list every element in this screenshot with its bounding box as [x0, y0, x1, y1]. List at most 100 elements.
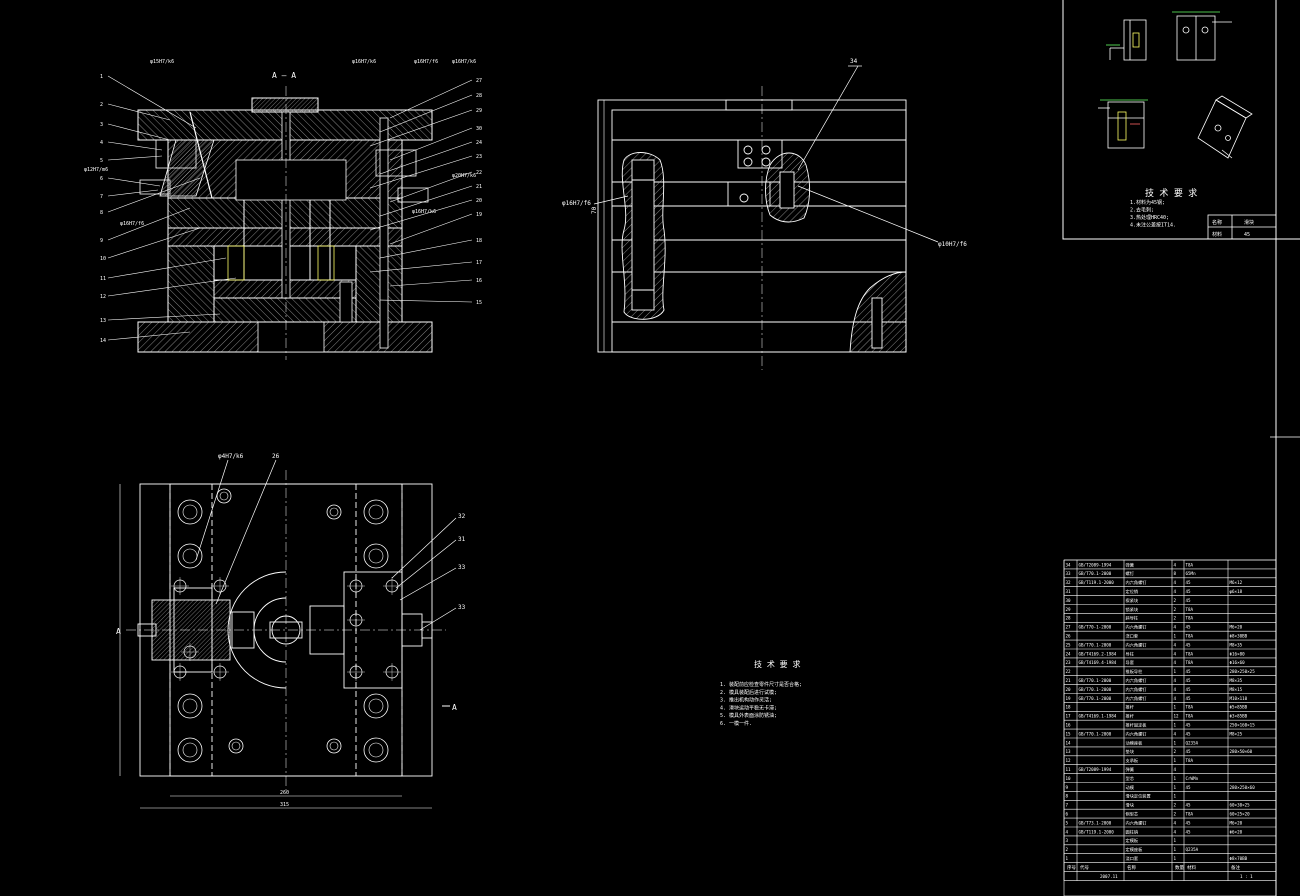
side-view: 70 34 φ16H7/f6 φ10H7/f6 [562, 58, 967, 370]
bom-cell: 45 [1186, 723, 1192, 728]
bom-cell: 弹簧 [1126, 561, 1134, 568]
bom-cell: GB/T70.1-2000 [1079, 696, 1112, 701]
bom-cell: 30 [1066, 598, 1072, 603]
bom-cell: 1 [1174, 669, 1177, 674]
bom-cell: 1 [1174, 794, 1177, 799]
bom-cell: 内六角螺钉 [1126, 579, 1148, 586]
bom-cell: 推杆 [1126, 713, 1135, 720]
leader-line [389, 171, 473, 203]
bom-cell: GB/T70.1-2000 [1079, 687, 1112, 692]
leader-line [369, 109, 473, 147]
bom-header-cell: 名称 [1127, 864, 1136, 871]
bom-cell: 浇口套 [1126, 855, 1139, 862]
bom-cell: 45 [1186, 625, 1192, 630]
section-callout-left: 9 [100, 238, 103, 244]
leader-line [389, 213, 473, 245]
leader-line [107, 103, 171, 121]
bom-cell: 内六角螺钉 [1126, 819, 1148, 826]
plan-callout-2: 31 [458, 536, 466, 543]
bom-cell: 19 [1066, 696, 1072, 701]
section-callout-right: 19 [476, 212, 482, 218]
bom-cell: Φ5×85BB [1230, 705, 1248, 710]
bom-cell: T8A [1186, 812, 1194, 817]
leader-line [369, 199, 473, 231]
bom-cell: Φ8×30BB [1230, 634, 1248, 639]
bom-cell: 楔紧块 [1126, 597, 1139, 604]
fit-label: φ16H7/k6 [352, 59, 376, 65]
leader-line [379, 299, 473, 303]
bom-cell: Φ16×80 [1230, 651, 1246, 656]
bom-header-cell: 序号 [1067, 864, 1076, 871]
bom-cell: 33 [1066, 571, 1072, 576]
bom-footer-scale: 1 : 1 [1240, 874, 1253, 879]
bom-cell: 4 [1174, 678, 1177, 683]
bom-cell: 9 [1066, 785, 1069, 790]
bom-cell: CrWMn [1186, 776, 1199, 781]
section-mark-right: A [452, 703, 457, 712]
leader-line [107, 257, 227, 279]
bom-cell: M8×35 [1230, 642, 1243, 647]
bom-cell: 4 [1174, 660, 1177, 665]
part-side-view [1098, 99, 1148, 149]
bom-cell: 1 [1174, 740, 1177, 745]
bom-cell: 内六角螺钉 [1126, 730, 1148, 737]
part-title-table [1207, 214, 1277, 240]
bom-cell: GB/T70.1-2000 [1079, 731, 1112, 736]
section-callout-right: 20 [476, 198, 482, 204]
bom-cell: T8A [1186, 616, 1194, 621]
plan-callout-1: 32 [458, 513, 466, 520]
bom-cell: T8A [1186, 562, 1194, 567]
section-callout-left: 12 [100, 294, 106, 300]
plan-callout-3: 33 [458, 564, 466, 571]
tech-note-item: 3. 推出机构动作灵活; [720, 697, 772, 704]
plan-hole-inner [368, 504, 384, 520]
part-iso-view [1197, 95, 1253, 159]
plan-hole-inner [231, 741, 241, 751]
plan-hole-inner [329, 507, 339, 517]
bom-cell: 45 [1186, 669, 1192, 674]
bom-cell: 定模板 [1126, 837, 1139, 844]
bom-cell: 280×50×60 [1230, 749, 1253, 754]
bom-cell: 15 [1066, 731, 1072, 736]
bom-cell: 45 [1186, 820, 1192, 825]
plan-dim-outer: 315 [280, 802, 289, 808]
side-callout: 34 [850, 58, 858, 65]
bom-cell: 推杆固定板 [1126, 722, 1148, 729]
tech-note-item: 5. 模具外表面涂防锈油; [720, 712, 777, 719]
bom-cell: 45 [1186, 687, 1192, 692]
part-sheet-title: 技 术 要 求 [1145, 187, 1197, 199]
bom-cell: 滑块定位装置 [1126, 793, 1151, 800]
bom-cell: T8A [1186, 634, 1194, 639]
part-front-view [1106, 19, 1147, 61]
bom-cell: 动模座板 [1126, 739, 1144, 746]
bom-cell: 内六角螺钉 [1126, 686, 1148, 693]
leader-line [107, 189, 159, 197]
bom-cell: 5 [1066, 820, 1069, 825]
leader-line [369, 261, 473, 273]
bom-cell: 280×250×25 [1230, 669, 1256, 674]
section-callout-right: 29 [476, 108, 482, 114]
leader-line [107, 227, 201, 259]
bom-footer-date: 2007.11 [1100, 874, 1118, 879]
section-callout-left: 2 [100, 102, 103, 108]
bom-cell: 2 [1174, 749, 1177, 754]
bom-cell: 45 [1186, 696, 1192, 701]
bom-cell: 250×160×15 [1230, 723, 1256, 728]
bom-cell: 2 [1174, 616, 1177, 621]
bom-cell: 18 [1066, 705, 1072, 710]
plan-dim-inner: 260 [280, 790, 289, 796]
plan-hole [363, 737, 389, 763]
bom-cell: 定模座板 [1126, 846, 1144, 853]
bom-cell: T8A [1186, 607, 1194, 612]
bom-cell: 4 [1174, 687, 1177, 692]
bom-cell: 内六角螺钉 [1126, 624, 1148, 631]
bom-header-cell: 材料 [1187, 864, 1196, 871]
bom-cell: 4 [1174, 580, 1177, 585]
section-callout-right: 30 [476, 126, 482, 132]
bom-cell: 34 [1066, 562, 1072, 567]
bom-cell: 垫块 [1126, 748, 1135, 755]
part-table-value: 45 [1244, 232, 1250, 238]
